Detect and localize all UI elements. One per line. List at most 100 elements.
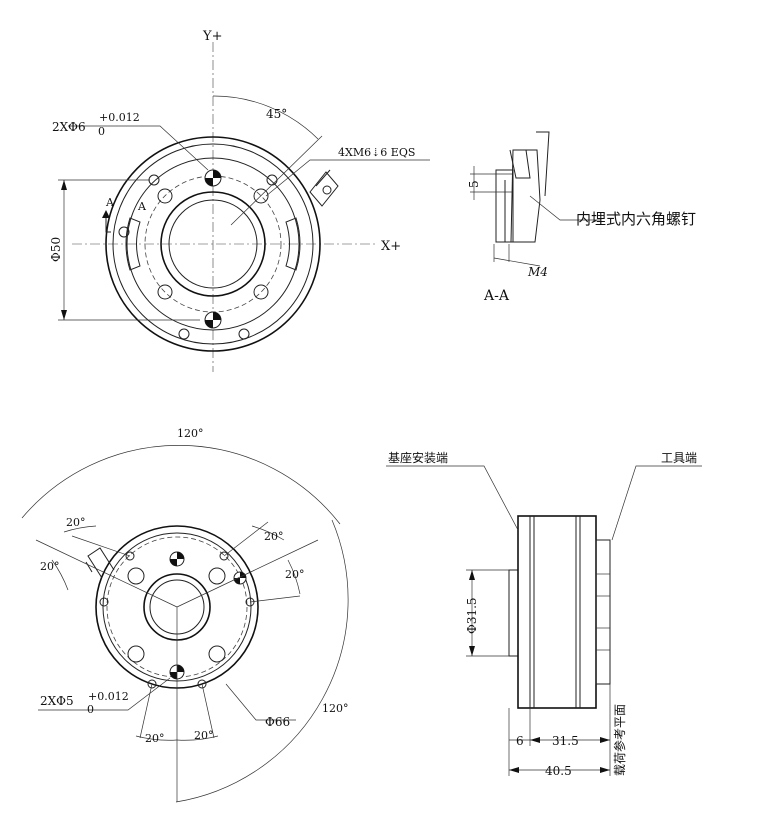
base-end-label: 基座安装端	[388, 450, 448, 465]
angle-arc-45	[212, 95, 319, 140]
angle-20-e-label: 20°	[145, 732, 165, 745]
dim-5-label: 5	[467, 180, 481, 188]
bottom-pcd	[106, 536, 248, 678]
angle-45-ray	[230, 135, 323, 226]
section-mark-label-2: A	[137, 200, 147, 213]
arc-20-d	[287, 559, 301, 595]
arc-20-e	[135, 735, 178, 741]
section-aa-view: 5 M4 内埋式内六角螺钉 A-A	[467, 131, 696, 304]
bottom-hole-2	[208, 567, 226, 585]
arc-120-right	[175, 519, 349, 803]
side-base-lip	[508, 569, 519, 657]
arc-20-b	[51, 559, 69, 591]
pin-hole-top	[204, 169, 222, 187]
d315-arrow-bottom	[469, 646, 475, 656]
thread-callout-leader	[265, 159, 430, 197]
thread-callout-text: 4XM6⇣6 EQS	[338, 146, 415, 159]
bottom-pin-right	[233, 571, 247, 585]
pin-tol-lower: 0	[98, 125, 105, 138]
connector-port	[309, 171, 339, 207]
bottom-small-hole-5	[147, 679, 157, 689]
bottom-hole-4	[208, 645, 226, 663]
dim-6-label: 6	[516, 734, 524, 748]
angle-20-a-label: 20°	[66, 516, 86, 529]
bottom-pin-tol-upper: +0.012	[88, 690, 129, 703]
flange-inner-edge	[112, 143, 314, 345]
angle-120-right-label: 120°	[322, 702, 349, 715]
bottom-connector-edge	[85, 561, 93, 573]
side-view: 基座安装端 工具端 Φ31.5 6 31.5 40.5 载荷参考平面	[386, 450, 702, 778]
dim-arrow-a	[530, 737, 540, 743]
section-flange	[536, 131, 550, 197]
side-tool-plate	[595, 539, 611, 685]
dim-40-5-label: 40.5	[545, 764, 572, 778]
base-label-leader	[386, 465, 519, 531]
outer-hole-1	[148, 174, 160, 186]
arc-20-f	[176, 735, 219, 741]
bore-outer	[160, 191, 266, 297]
bottom-pin-top	[169, 551, 185, 567]
screw-callout-label: 内埋式内六角螺钉	[576, 210, 696, 228]
bottom-small-hole-1	[125, 551, 135, 561]
ray-down-left	[139, 683, 153, 739]
phi66-leader	[225, 683, 296, 721]
ray-ur-2	[223, 521, 269, 557]
outer-flange-circle	[105, 136, 321, 352]
bottom-pin-text: 2XΦ5	[40, 694, 74, 708]
bottom-small-hole-2	[219, 551, 229, 561]
dim-arrow-d	[600, 767, 610, 773]
screw-head	[509, 149, 531, 179]
bottom-small-hole-4	[245, 597, 255, 607]
arc-20-c	[251, 525, 285, 541]
tool-label-leader	[611, 465, 702, 541]
m4-label: M4	[527, 265, 548, 279]
section-arrow-left	[102, 210, 110, 218]
pin-tol-upper: +0.012	[99, 111, 140, 124]
ray-r-2	[249, 595, 301, 603]
front-view: Y+ X+	[49, 29, 430, 372]
mid-ring	[126, 157, 300, 331]
ray-left-upper	[35, 539, 178, 608]
bottom-pin-tol-lower: 0	[87, 703, 94, 716]
section-title: A-A	[483, 288, 510, 304]
outer-hole-4	[238, 328, 250, 340]
right-slot	[285, 217, 301, 271]
angle-45-label: 45°	[266, 107, 287, 121]
dim50-arrow-bottom	[61, 310, 67, 320]
diameter-50-label: Φ50	[49, 237, 63, 262]
pin-callout-leader	[68, 125, 209, 171]
ray-down-right	[201, 683, 215, 739]
dim-arrow-b	[600, 737, 610, 743]
bore-inner	[168, 199, 258, 289]
bottom-small-hole-3	[99, 597, 109, 607]
angle-120-top-label: 120°	[177, 427, 204, 440]
section-body	[510, 149, 541, 243]
left-slot	[125, 217, 141, 271]
bolt-hole-se	[253, 284, 269, 300]
bolt-hole-nw	[157, 188, 173, 204]
bottom-pin-leader	[38, 677, 171, 711]
x-axis-label: X+	[381, 239, 401, 254]
connector-hole	[322, 185, 332, 195]
bottom-small-hole-6	[197, 679, 207, 689]
pin-hole-bottom	[204, 311, 222, 329]
ray-right-upper	[176, 539, 319, 608]
bottom-hole-1	[127, 567, 145, 585]
pin-callout-text: 2XΦ6	[52, 120, 86, 134]
outer-hole-2	[266, 174, 278, 186]
d315-arrow-top	[469, 570, 475, 580]
bolt-hole-sw	[157, 284, 173, 300]
y-axis-label: Y+	[202, 29, 222, 44]
m4-leader	[493, 257, 541, 267]
connector-edge	[315, 169, 331, 187]
section-insert	[495, 169, 514, 243]
dim-31-5-label: 31.5	[552, 734, 579, 748]
angle-20-d-label: 20°	[285, 568, 305, 581]
section-mark-left	[105, 214, 111, 233]
outer-hole-5	[178, 328, 190, 340]
screw-callout-leader	[529, 195, 600, 221]
load-plane-label: 载荷参考平面	[612, 704, 627, 776]
angle-20-f-label: 20°	[194, 729, 214, 742]
